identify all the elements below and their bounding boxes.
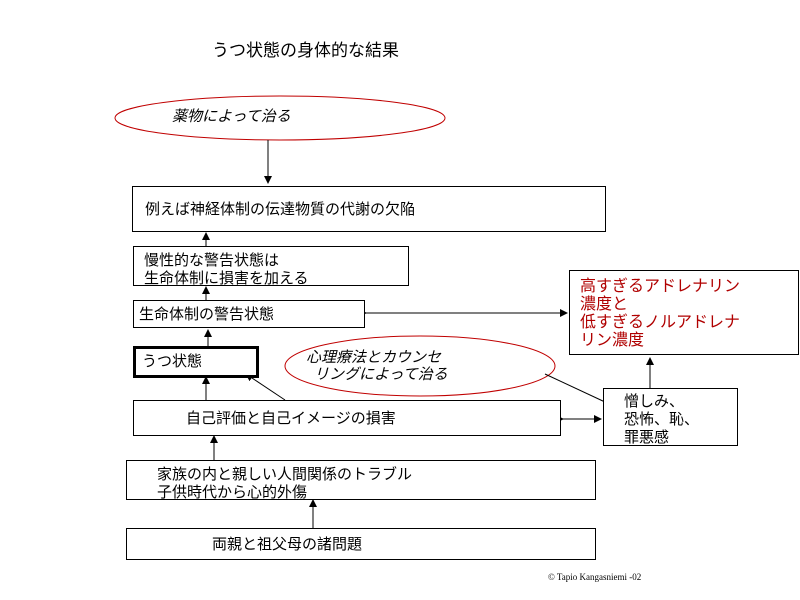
- ellipse-therapy-line-1: 心理療法とカウンセ: [306, 348, 442, 366]
- box-adrenaline-line-1: 高すぎるアドレナリン: [580, 276, 741, 295]
- box-neurotransmitter-defect-text: 例えば神経体制の伝達物質の代謝の欠陥: [145, 200, 416, 218]
- ellipse-medication: [114, 95, 446, 141]
- box-emotions-line-2: 恐怖、恥、: [624, 410, 700, 428]
- arrow-self-to-depression-diag: [245, 373, 286, 401]
- box-adrenaline: 高すぎるアドレナリン 濃度と 低すぎるノルアドレナ リン濃度: [569, 270, 799, 355]
- box-family-trouble-line-2: 子供時代から心的外傷: [157, 483, 308, 501]
- box-adrenaline-line-3: 低すぎるノルアドレナ: [580, 312, 741, 331]
- line-therapy-to-emotions: [544, 373, 606, 403]
- box-parents-problems: 両親と祖父母の諸問題: [126, 528, 596, 560]
- box-chronic-alarm-line-1: 慢性的な警告状態は: [144, 251, 280, 269]
- box-self-esteem-text: 自己評価と自己イメージの損害: [186, 409, 396, 427]
- ellipse-therapy-text: 心理療法とカウンセ リングによって治る: [306, 349, 448, 383]
- page-title: うつ状態の身体的な結果: [212, 41, 399, 61]
- box-depression: うつ状態: [133, 346, 259, 378]
- box-chronic-alarm: 慢性的な警告状態は 生命体制に損害を加える: [133, 246, 409, 287]
- box-family-trouble: 家族の内と親しい人間関係のトラブル 子供時代から心的外傷: [126, 460, 596, 501]
- box-alarm-state: 生命体制の警告状態: [133, 300, 365, 328]
- box-emotions-line-1: 憎しみ、: [624, 392, 685, 410]
- box-family-trouble-line-1: 家族の内と親しい人間関係のトラブル: [157, 465, 413, 483]
- box-chronic-alarm-line-2: 生命体制に損害を加える: [144, 269, 309, 287]
- box-parents-problems-text: 両親と祖父母の諸問題: [212, 535, 363, 553]
- ellipse-therapy-line-2: リングによって治る: [314, 365, 448, 383]
- ellipse-therapy: [284, 335, 556, 397]
- box-adrenaline-line-4: リン濃度: [580, 330, 645, 349]
- box-adrenaline-line-2: 濃度と: [580, 294, 629, 313]
- box-neurotransmitter-defect: 例えば神経体制の伝達物質の代謝の欠陥: [132, 186, 606, 232]
- box-alarm-state-text: 生命体制の警告状態: [139, 305, 275, 323]
- box-self-esteem: 自己評価と自己イメージの損害: [133, 400, 561, 436]
- box-emotions-line-3: 罪悪感: [624, 428, 670, 446]
- box-depression-text: うつ状態: [142, 352, 203, 370]
- box-emotions: 憎しみ、 恐怖、恥、 罪悪感: [603, 388, 738, 446]
- copyright-text: © Tapio Kangasniemi -02: [548, 572, 642, 582]
- ellipse-medication-text: 薬物によって治る: [172, 107, 291, 125]
